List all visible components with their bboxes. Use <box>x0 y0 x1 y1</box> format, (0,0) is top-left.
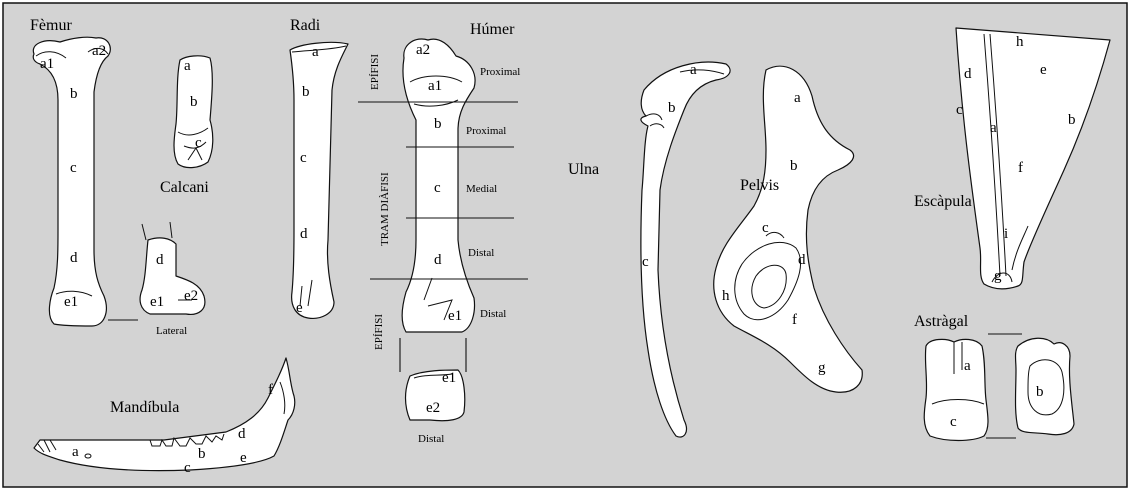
escapula-label-c: c <box>956 102 963 118</box>
femur-title: Fèmur <box>30 17 72 34</box>
pelvis-label-a: a <box>794 90 801 106</box>
humer-distal-label-e2: e2 <box>426 400 440 416</box>
ulna-label-b: b <box>668 100 676 116</box>
escapula-label-i: i <box>1004 226 1008 242</box>
escapula-title: Escàpula <box>914 193 972 210</box>
escapula-label-b: b <box>1068 112 1076 128</box>
humer-label-b: b <box>434 116 442 132</box>
pelvis-label-f: f <box>792 312 797 328</box>
mandibula-label-d: d <box>238 426 246 442</box>
mandibula-label-c: c <box>184 460 191 476</box>
humer-distal-1: Distal <box>468 247 494 259</box>
escapula-label-g: g <box>994 268 1002 284</box>
calcani-label-c: c <box>195 135 202 151</box>
calcani-lateral-caption: Lateral <box>156 325 187 337</box>
pelvis-label-c: c <box>762 220 769 236</box>
radi-title: Radi <box>290 17 321 34</box>
radi-label-c: c <box>300 150 307 166</box>
astragal-side-bone <box>1016 338 1075 434</box>
humer-label-a1: a1 <box>428 78 442 94</box>
radi-label-d: d <box>300 226 308 242</box>
escapula-label-d: d <box>964 66 972 82</box>
humer-tram-diafisi: TRAM DIÀFISI <box>379 172 391 246</box>
humer-distal-2: Distal <box>480 308 506 320</box>
femur-label-b: b <box>70 86 78 102</box>
calcani-label-e1: e1 <box>150 294 164 310</box>
mandibula-label-a: a <box>72 444 79 460</box>
escapula-label-a: a <box>990 120 997 136</box>
astragal-title: Astràgal <box>914 313 969 330</box>
humer-epifisi-top: EPÍFISI <box>369 54 381 90</box>
radi-label-a: a <box>312 44 319 60</box>
femur-label-c: c <box>70 160 77 176</box>
humer-label-c: c <box>434 180 441 196</box>
humer-medial: Medial <box>466 183 497 195</box>
astragal-label-a: a <box>964 358 971 374</box>
calcani-title: Calcani <box>160 179 209 196</box>
humer-label-a2: a2 <box>416 42 430 58</box>
ulna-title: Ulna <box>568 161 599 178</box>
humer-distal-label-e1: e1 <box>442 370 456 386</box>
calcani-label-d: d <box>156 252 164 268</box>
mandibula-title: Mandíbula <box>110 399 179 416</box>
pelvis-label-b: b <box>790 158 798 174</box>
escapula-label-e: e <box>1040 62 1047 78</box>
pelvis-label-g: g <box>818 360 826 376</box>
ulna-label-c: c <box>642 254 649 270</box>
astragal-label-c: c <box>950 414 957 430</box>
ulna-label-a: a <box>690 62 697 78</box>
femur-label-e1: e1 <box>64 294 78 310</box>
humer-epifisi-bottom: EPÍFISI <box>373 314 385 350</box>
humer-title: Húmer <box>470 21 515 38</box>
femur-label-d: d <box>70 250 78 266</box>
radi-label-b: b <box>302 84 310 100</box>
pelvis-title: Pelvis <box>740 177 779 194</box>
mandibula-label-f: f <box>268 382 273 398</box>
calcani-upper-bone <box>174 56 213 168</box>
femur-label-a2: a2 <box>92 43 106 59</box>
calcani-label-e2: e2 <box>184 288 198 304</box>
humer-distal-caption: Distal <box>418 433 444 445</box>
calcani-label-b: b <box>190 94 198 110</box>
humer-label-e1: e1 <box>448 308 462 324</box>
radi-label-e: e <box>296 300 303 316</box>
escapula-label-h: h <box>1016 34 1024 50</box>
pelvis-label-h: h <box>722 288 730 304</box>
calcani-label-a: a <box>184 58 191 74</box>
humer-label-d: d <box>434 252 442 268</box>
astragal-label-b: b <box>1036 384 1044 400</box>
mandibula-label-e: e <box>240 450 247 466</box>
escapula-label-f: f <box>1018 160 1023 176</box>
femur-label-a1: a1 <box>40 56 54 72</box>
pelvis-label-d: d <box>798 252 806 268</box>
humer-proximal-1: Proximal <box>480 66 520 78</box>
mandibula-label-b: b <box>198 446 206 462</box>
humer-proximal-2: Proximal <box>466 125 506 137</box>
